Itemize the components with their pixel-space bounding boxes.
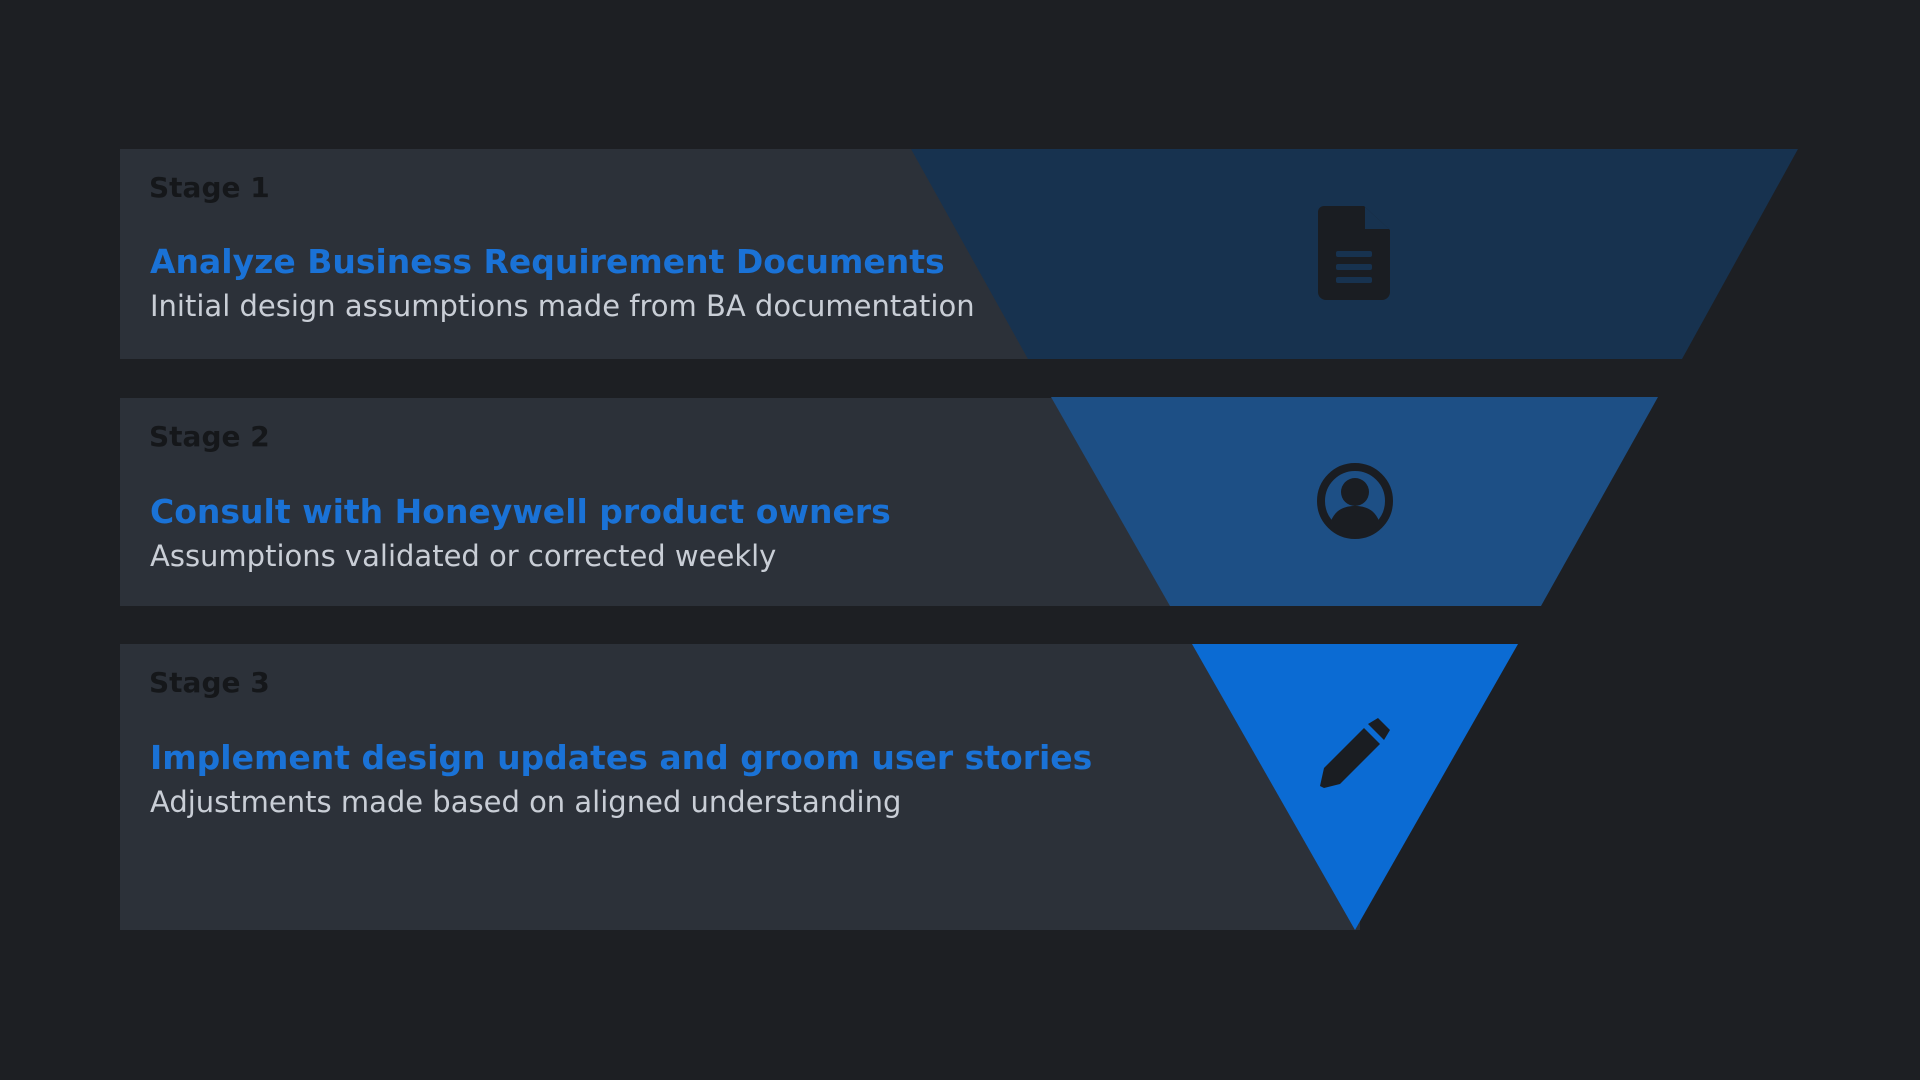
stage-1-label: Stage 1 [149, 171, 270, 204]
document-icon [1318, 206, 1390, 304]
stage-3-description: Adjustments made based on aligned unders… [150, 785, 902, 819]
pencil-icon [1318, 716, 1392, 794]
user-circle-icon [1316, 462, 1394, 544]
stage-1-title: Analyze Business Requirement Documents [150, 242, 945, 281]
stage-2-title: Consult with Honeywell product owners [150, 492, 891, 531]
stage-1-panel: Stage 1 Analyze Business Requirement Doc… [120, 149, 1260, 359]
stage-3-label: Stage 3 [149, 666, 270, 699]
stage-2-label: Stage 2 [149, 420, 270, 453]
stage-3-panel: Stage 3 Implement design updates and gro… [120, 644, 1360, 930]
stage-1-description: Initial design assumptions made from BA … [150, 289, 975, 323]
stage-2-panel: Stage 2 Consult with Honeywell product o… [120, 398, 1260, 606]
stage-2-description: Assumptions validated or corrected weekl… [150, 539, 777, 573]
stage-3-title: Implement design updates and groom user … [150, 738, 1093, 777]
